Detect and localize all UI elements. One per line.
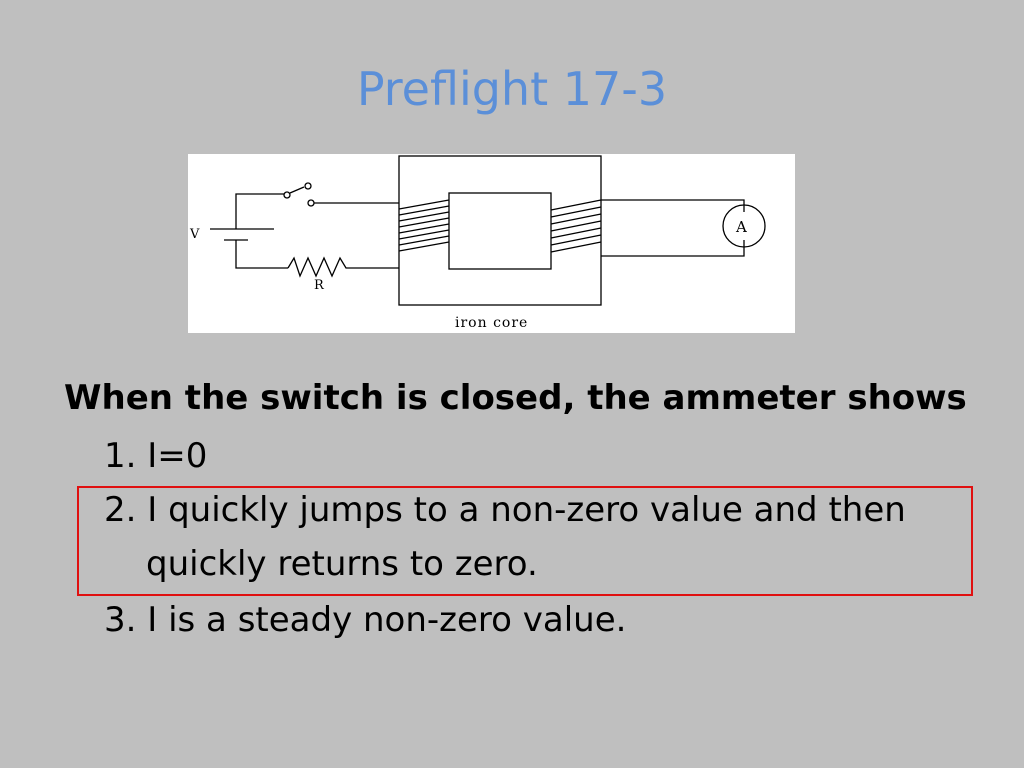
resistor: [287, 256, 399, 278]
switch-contact-right: [304, 182, 312, 190]
primary-coil: [398, 199, 450, 252]
iron-core-inner: [448, 192, 552, 270]
battery-label: V: [189, 227, 200, 242]
secondary-wire-bottom: [601, 240, 745, 257]
iron-core-outer: [398, 155, 602, 306]
option-2-continuation: quickly returns to zero.: [146, 544, 538, 584]
circuit-diagram: V R A iron core: [188, 154, 795, 333]
ammeter: [722, 204, 766, 248]
switch-lever: [289, 186, 305, 194]
switch-contact-bottom: [307, 199, 315, 207]
switch-contact-left: [283, 191, 291, 199]
iron-core-label: iron core: [455, 315, 528, 331]
answer-highlight-box: [77, 486, 973, 596]
resistor-label: R: [314, 278, 325, 293]
primary-wire-top: [235, 193, 284, 202]
primary-wire-bottom: [235, 240, 288, 269]
ammeter-label: A: [735, 218, 747, 236]
option-1: 1. I=0: [104, 436, 208, 476]
slide-title: Preflight 17-3: [356, 62, 668, 116]
secondary-wire-top: [601, 199, 745, 212]
secondary-coil: [550, 199, 602, 253]
question-text: When the switch is closed, the ammeter s…: [64, 378, 967, 418]
option-2: 2. I quickly jumps to a non-zero value a…: [104, 490, 906, 530]
option-3: 3. I is a steady non-zero value.: [104, 600, 627, 640]
